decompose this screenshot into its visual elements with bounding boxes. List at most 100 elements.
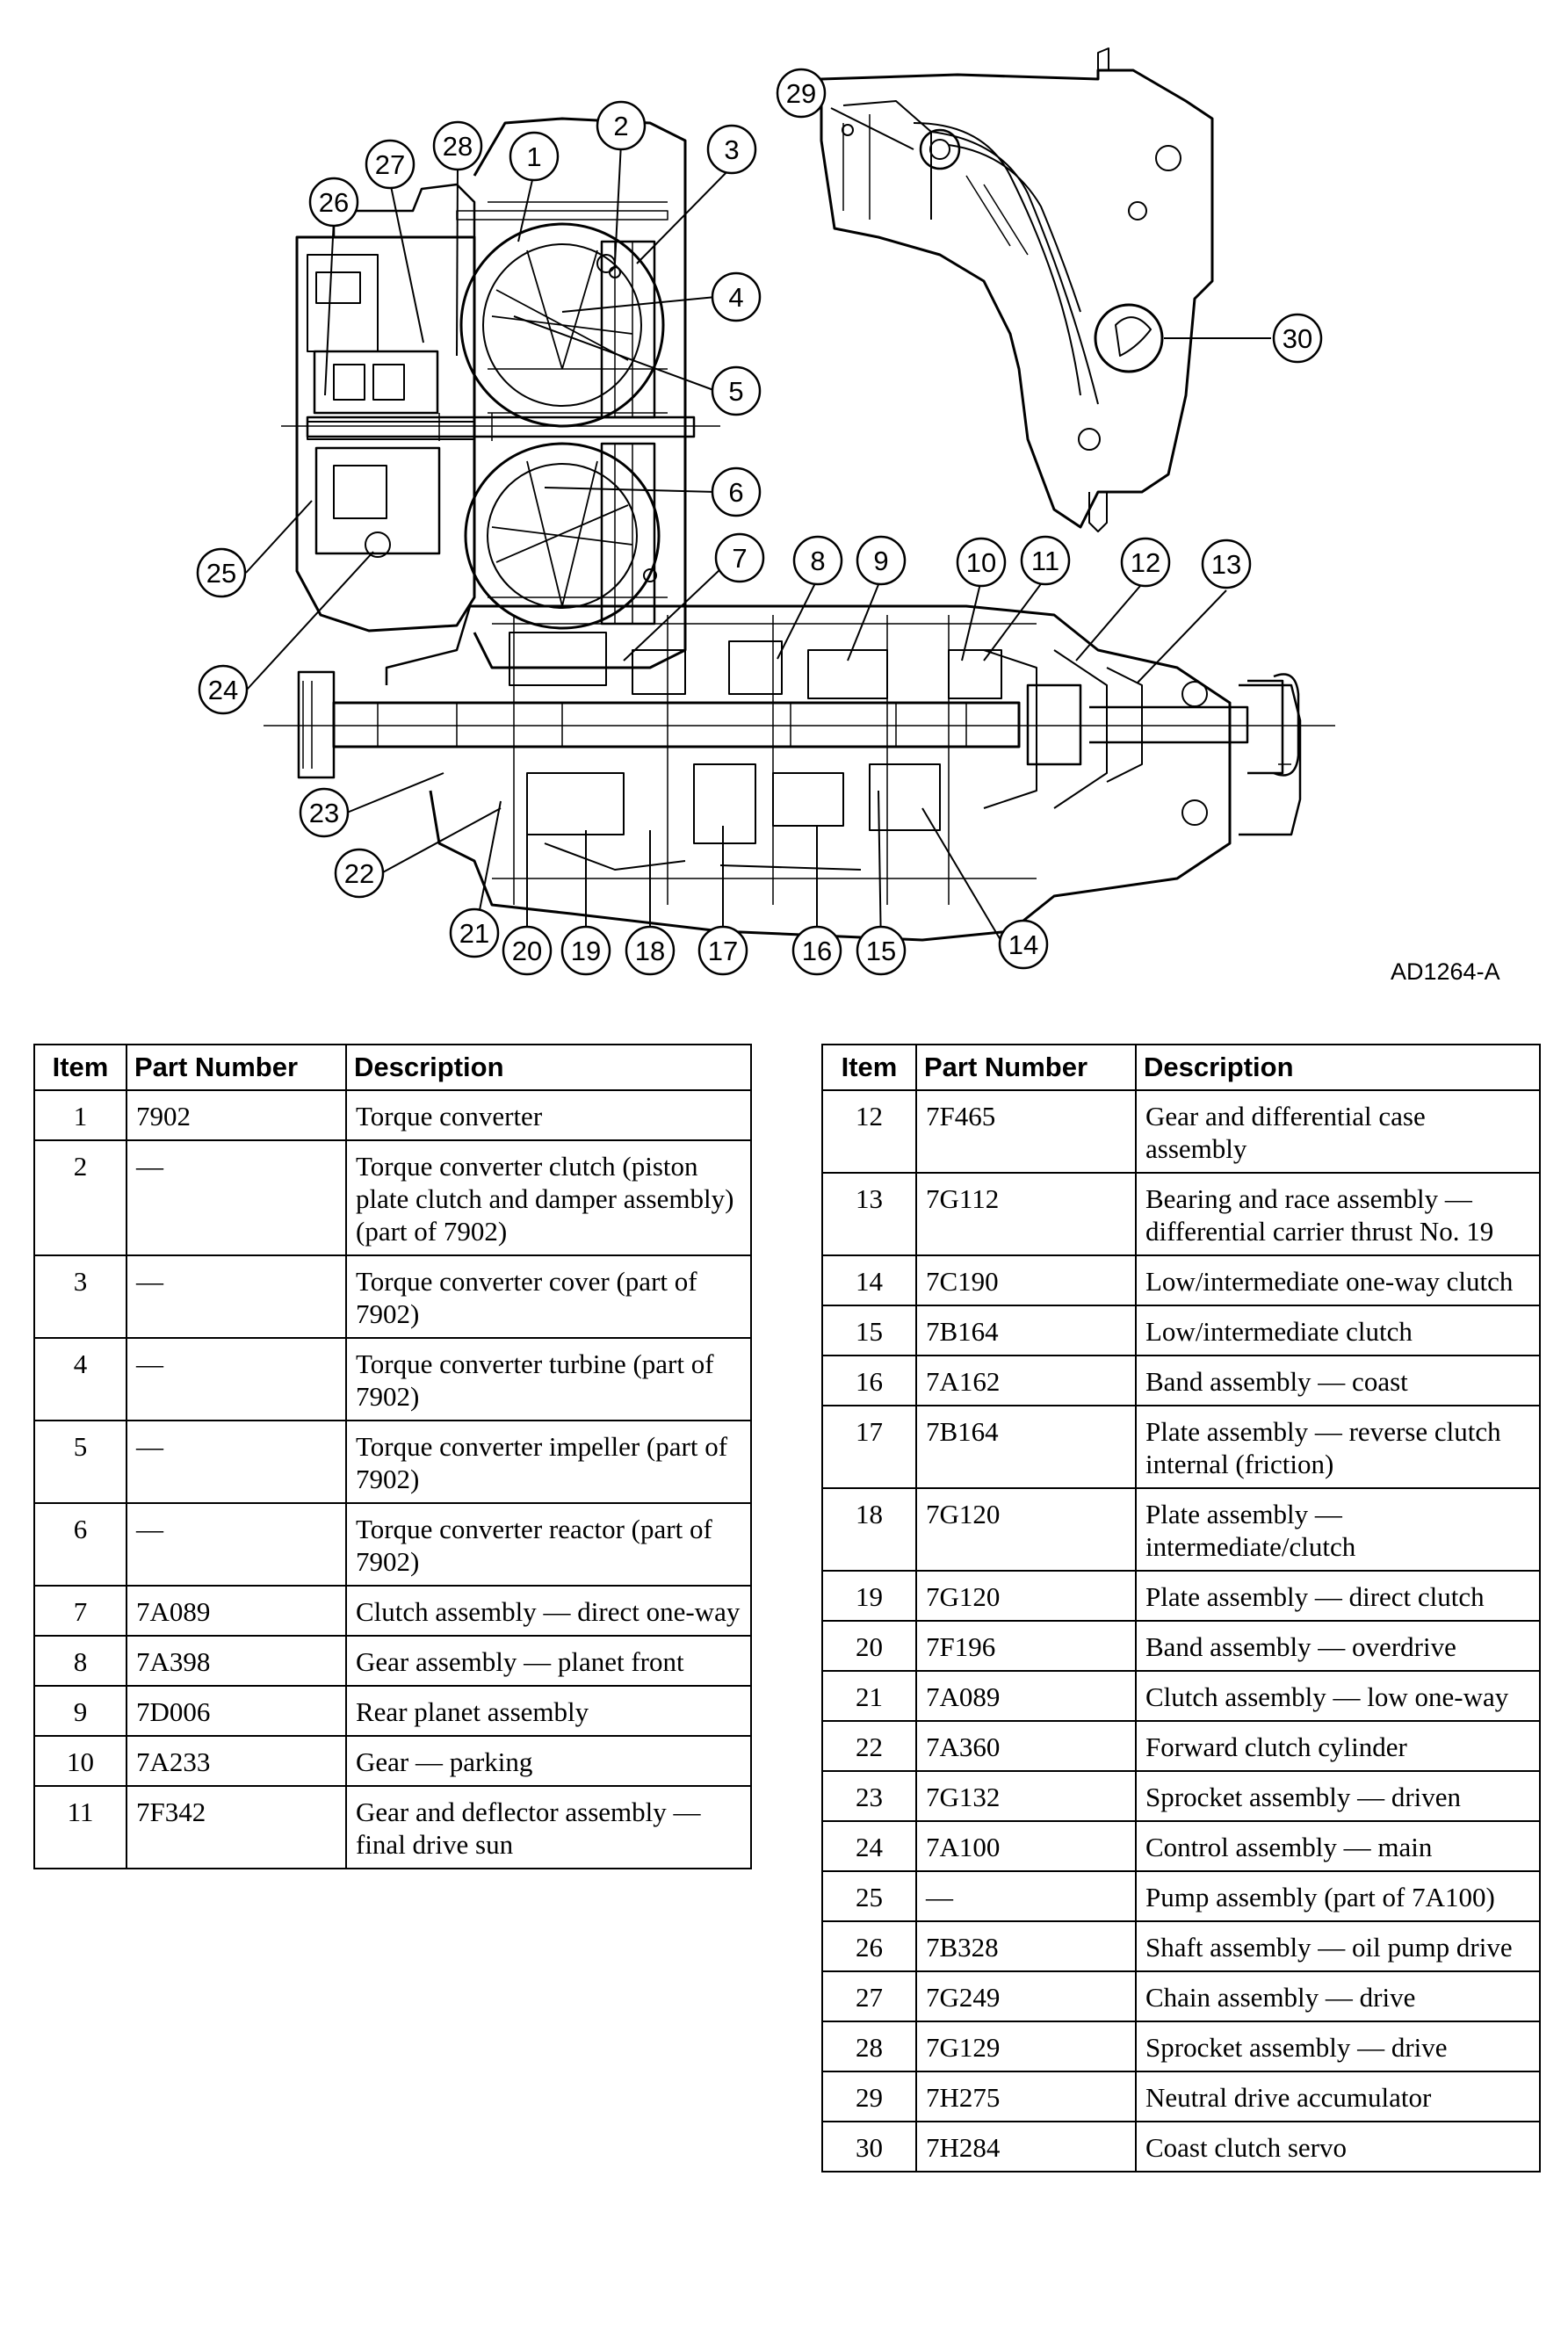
- item-cell: 24: [821, 1820, 917, 1872]
- callout-circle: [1272, 313, 1323, 364]
- callout-27: 27: [365, 139, 415, 190]
- item-cell: 4: [33, 1337, 127, 1421]
- input-shaft-drawing: [281, 413, 720, 441]
- part-number-cell: 7G249: [915, 1970, 1137, 2022]
- description-cell: Coast clutch servo: [1135, 2121, 1541, 2173]
- callout-14: 14: [998, 919, 1049, 970]
- callout-circle: [697, 925, 748, 976]
- item-cell: 6: [33, 1502, 127, 1587]
- callout-number: 21: [459, 918, 489, 949]
- part-number-cell: —: [126, 1139, 347, 1256]
- callout-17: 17: [697, 925, 748, 976]
- callout-30: 30: [1272, 313, 1323, 364]
- callout-number: 15: [866, 936, 896, 966]
- description-cell: Chain assembly — drive: [1135, 1970, 1541, 2022]
- description-cell: Torque converter clutch (piston plate cl…: [345, 1139, 752, 1256]
- callout-number: 12: [1131, 547, 1160, 578]
- callout-circle: [334, 848, 385, 899]
- part-number-cell: 7G112: [915, 1172, 1137, 1256]
- callout-circle: [776, 68, 827, 119]
- item-cell: 5: [33, 1420, 127, 1504]
- callout-number: 25: [206, 558, 236, 589]
- table-row: 3—Torque converter cover (part of 7902): [33, 1254, 752, 1339]
- item-cell: 20: [821, 1620, 917, 1672]
- part-number-cell: —: [126, 1254, 347, 1339]
- description-cell: Torque converter cover (part of 7902): [345, 1254, 752, 1339]
- callout-circle: [449, 907, 500, 958]
- callout-15: 15: [856, 925, 907, 976]
- callout-number: 4: [728, 282, 743, 313]
- part-number-cell: 7A100: [915, 1820, 1137, 1872]
- description-cell: Low/intermediate clutch: [1135, 1305, 1541, 1356]
- torque-converter-upper-drawing: [459, 222, 665, 428]
- callout-16: 16: [791, 925, 842, 976]
- item-cell: 13: [821, 1172, 917, 1256]
- callout-circle: [1201, 539, 1252, 589]
- part-number-cell: 7G129: [915, 2021, 1137, 2072]
- callout-20: 20: [502, 925, 553, 976]
- description-cell: Clutch assembly — direct one-way: [345, 1585, 752, 1637]
- part-number-cell: 7A360: [915, 1720, 1137, 1772]
- main-case-drawing: [385, 604, 1302, 942]
- callout-number: 1: [526, 141, 541, 172]
- table-row: 5—Torque converter impeller (part of 790…: [33, 1420, 752, 1504]
- callout-13: 13: [1201, 539, 1252, 589]
- callout-circle: [998, 919, 1049, 970]
- item-cell: 1: [33, 1089, 127, 1141]
- converter-housing-drawing: [295, 117, 687, 669]
- callout-1: 1: [509, 131, 560, 182]
- callout-circle: [711, 466, 762, 517]
- table-row: 6—Torque converter reactor (part of 7902…: [33, 1502, 752, 1587]
- item-cell: 2: [33, 1139, 127, 1256]
- callout-circle: [792, 535, 843, 586]
- part-number-cell: 7H275: [915, 2071, 1137, 2122]
- item-cell: 28: [821, 2021, 917, 2072]
- callout-circle: [198, 664, 249, 715]
- output-shaft-drawing: [264, 670, 1335, 779]
- description-cell: Shaft assembly — oil pump drive: [1135, 1920, 1541, 1972]
- callout-7: 7: [714, 532, 765, 583]
- item-cell: 10: [33, 1735, 127, 1787]
- description-cell: Gear and deflector assembly — final driv…: [345, 1785, 752, 1869]
- part-number-cell: —: [915, 1870, 1137, 1922]
- part-number-cell: 7G120: [915, 1570, 1137, 1622]
- description-cell: Clutch assembly — low one-way: [1135, 1670, 1541, 1722]
- description-cell: Torque converter: [345, 1089, 752, 1141]
- item-cell: 7: [33, 1585, 127, 1637]
- callout-29: 29: [776, 68, 827, 119]
- table-row: 25—Pump assembly (part of 7A100): [821, 1870, 1541, 1922]
- description-cell: Gear and differential case assembly: [1135, 1089, 1541, 1174]
- item-cell: 25: [821, 1870, 917, 1922]
- part-number-cell: —: [126, 1337, 347, 1421]
- table-header-row: Item Part Number Description: [33, 1044, 752, 1091]
- callout-number: 22: [344, 858, 374, 889]
- part-number-cell: 7H284: [915, 2121, 1137, 2173]
- callout-number: 7: [732, 543, 747, 574]
- callout-circle: [299, 787, 350, 838]
- callout-10: 10: [956, 537, 1007, 588]
- callout-23: 23: [299, 787, 350, 838]
- callout-6: 6: [711, 466, 762, 517]
- callout-circle: [196, 547, 247, 598]
- part-number-cell: —: [126, 1420, 347, 1504]
- callout-number: 27: [375, 149, 405, 180]
- callout-number: 18: [635, 936, 665, 966]
- part-number-cell: 7F342: [126, 1785, 347, 1869]
- callout-5: 5: [711, 365, 762, 416]
- part-number-cell: 7G132: [915, 1770, 1137, 1822]
